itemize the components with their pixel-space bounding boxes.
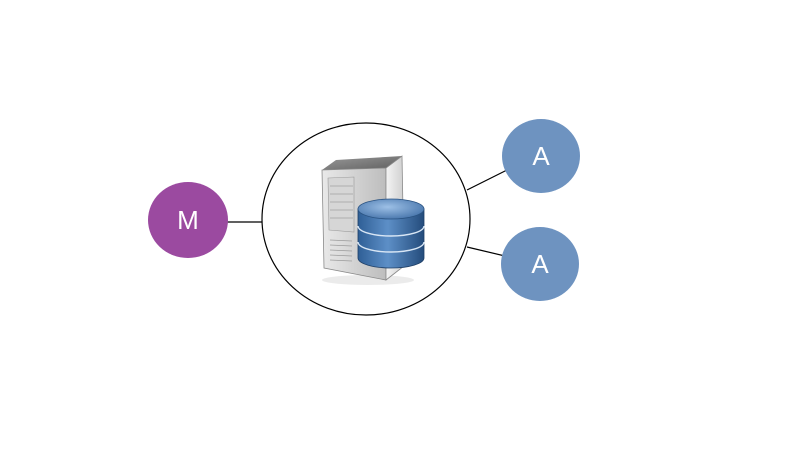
node-agent-top-label: A — [532, 141, 550, 171]
node-agent-bottom: A — [501, 227, 579, 301]
database-server-icon — [321, 155, 425, 285]
node-agent-bottom-label: A — [531, 249, 549, 279]
node-agent-top-circle — [502, 119, 580, 193]
node-master-circle — [148, 182, 228, 258]
node-master: M — [148, 182, 228, 258]
connector-agent-top — [466, 169, 508, 191]
connector-agent-bottom — [466, 246, 506, 257]
node-master-label: M — [177, 205, 199, 235]
node-agent-top: A — [502, 119, 580, 193]
node-agent-bottom-circle — [501, 227, 579, 301]
